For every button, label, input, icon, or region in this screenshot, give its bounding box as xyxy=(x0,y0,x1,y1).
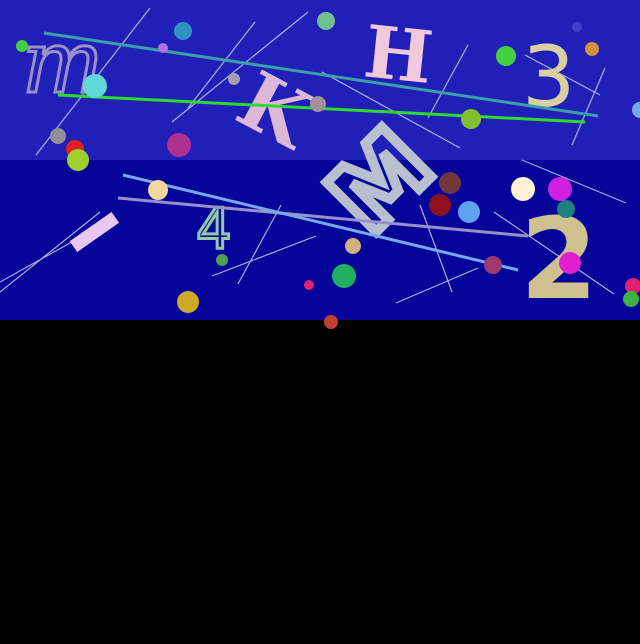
blue-line xyxy=(122,173,519,272)
thin-line xyxy=(321,71,461,149)
slate-line xyxy=(117,196,529,238)
dot xyxy=(548,177,572,201)
dot xyxy=(511,177,535,201)
dot xyxy=(310,96,326,112)
dot xyxy=(439,172,461,194)
dot xyxy=(167,133,191,157)
dot xyxy=(625,278,640,294)
dot xyxy=(559,252,581,274)
dot xyxy=(623,291,639,307)
dot xyxy=(496,46,516,66)
thin-line xyxy=(524,54,601,96)
thin-line xyxy=(493,211,615,295)
empty-area xyxy=(0,320,640,640)
thin-line xyxy=(187,21,256,109)
dot xyxy=(461,109,481,129)
dot xyxy=(67,149,89,171)
dot xyxy=(177,291,199,313)
dot xyxy=(429,194,451,216)
thin-line xyxy=(395,267,479,304)
dot xyxy=(585,42,599,56)
dot xyxy=(632,102,640,118)
dot xyxy=(484,256,502,274)
thin-line xyxy=(0,211,101,293)
thin-line xyxy=(521,159,627,204)
dot xyxy=(228,73,240,85)
teal-line xyxy=(43,31,599,118)
dot xyxy=(216,254,228,266)
thin-line xyxy=(211,235,317,277)
bottom-thin-lines xyxy=(0,159,627,304)
thin-line xyxy=(427,44,469,119)
thin-line xyxy=(571,67,606,146)
dot xyxy=(572,22,582,32)
thin-line xyxy=(171,11,309,123)
thin-line xyxy=(419,204,453,293)
thin-line xyxy=(237,204,282,285)
dot xyxy=(458,201,480,223)
glyph-two: 2 xyxy=(520,195,598,325)
dot xyxy=(50,128,66,144)
thin-line xyxy=(0,217,116,283)
dot xyxy=(16,40,28,52)
dot xyxy=(148,180,168,200)
dot xyxy=(174,22,192,40)
dot xyxy=(332,264,356,288)
dot xyxy=(83,74,107,98)
dot xyxy=(557,200,575,218)
dot xyxy=(158,43,168,53)
dot xyxy=(345,238,361,254)
dot xyxy=(304,280,314,290)
top-dots xyxy=(16,12,640,171)
bottom-dots xyxy=(148,172,640,329)
dot xyxy=(317,12,335,30)
dot xyxy=(324,315,338,329)
